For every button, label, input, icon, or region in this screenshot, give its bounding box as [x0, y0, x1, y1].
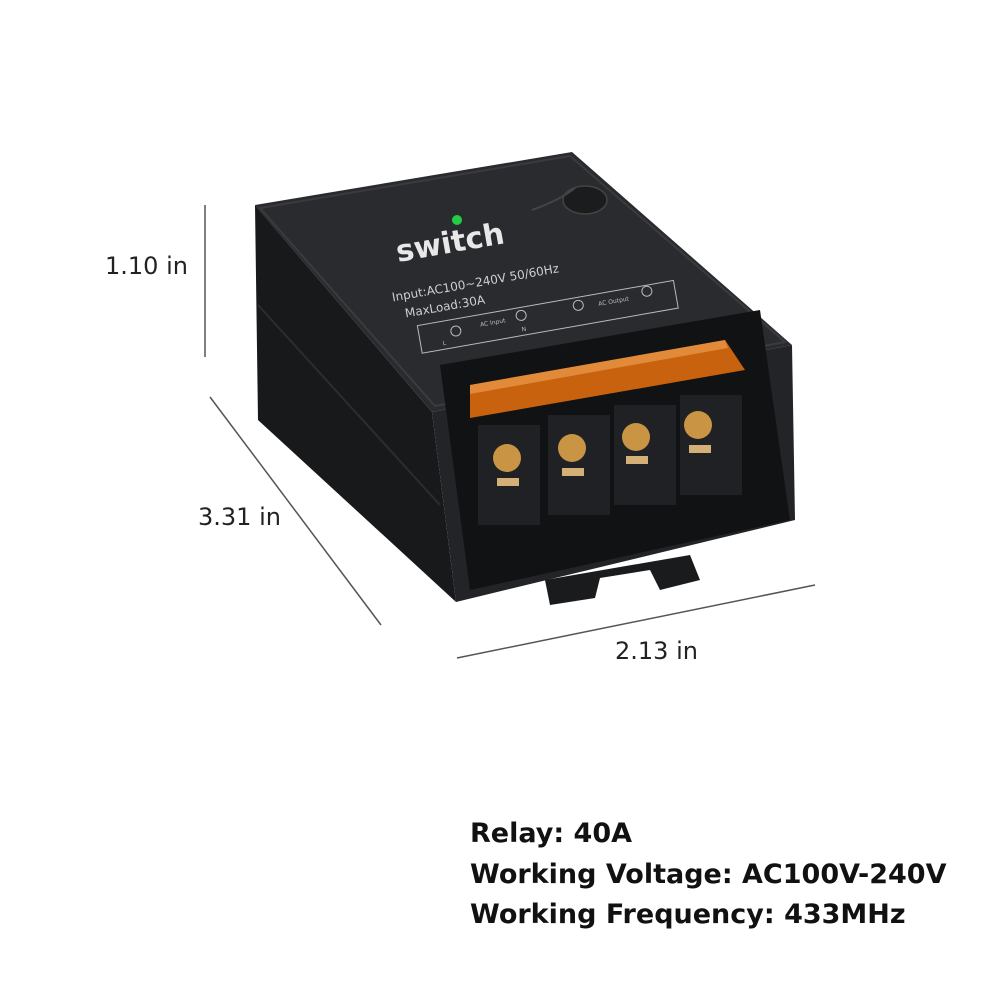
terminal-label-ac-input: AC Input — [480, 317, 507, 328]
length-dimension-line — [209, 396, 382, 626]
length-dimension-label: 3.31 in — [198, 503, 281, 531]
relay-switch-device: switch Input:AC100~240V 50/60Hz MaxLoad:… — [255, 152, 795, 605]
terminal-label-n: N — [521, 326, 527, 334]
height-dimension-label: 1.10 in — [105, 252, 188, 280]
screw-icon — [622, 423, 650, 451]
spec-working-frequency: Working Frequency: 433MHz — [470, 899, 906, 930]
device-side-face — [255, 205, 456, 602]
button-icon — [562, 185, 608, 215]
orange-terminal-cover — [470, 340, 745, 418]
width-dimension-line — [456, 584, 816, 659]
screw-icon — [684, 411, 712, 439]
screw-icon — [493, 444, 521, 472]
led-indicator-icon — [452, 215, 462, 225]
width-dimension-label: 2.13 in — [615, 637, 698, 665]
terminal-label-l: L — [442, 340, 447, 348]
terminal-screws — [478, 395, 742, 525]
screw-icon — [558, 434, 586, 462]
mounting-foot — [545, 555, 700, 605]
spec-working-voltage: Working Voltage: AC100V-240V — [470, 859, 947, 890]
spec-relay: Relay: 40A — [470, 818, 633, 849]
